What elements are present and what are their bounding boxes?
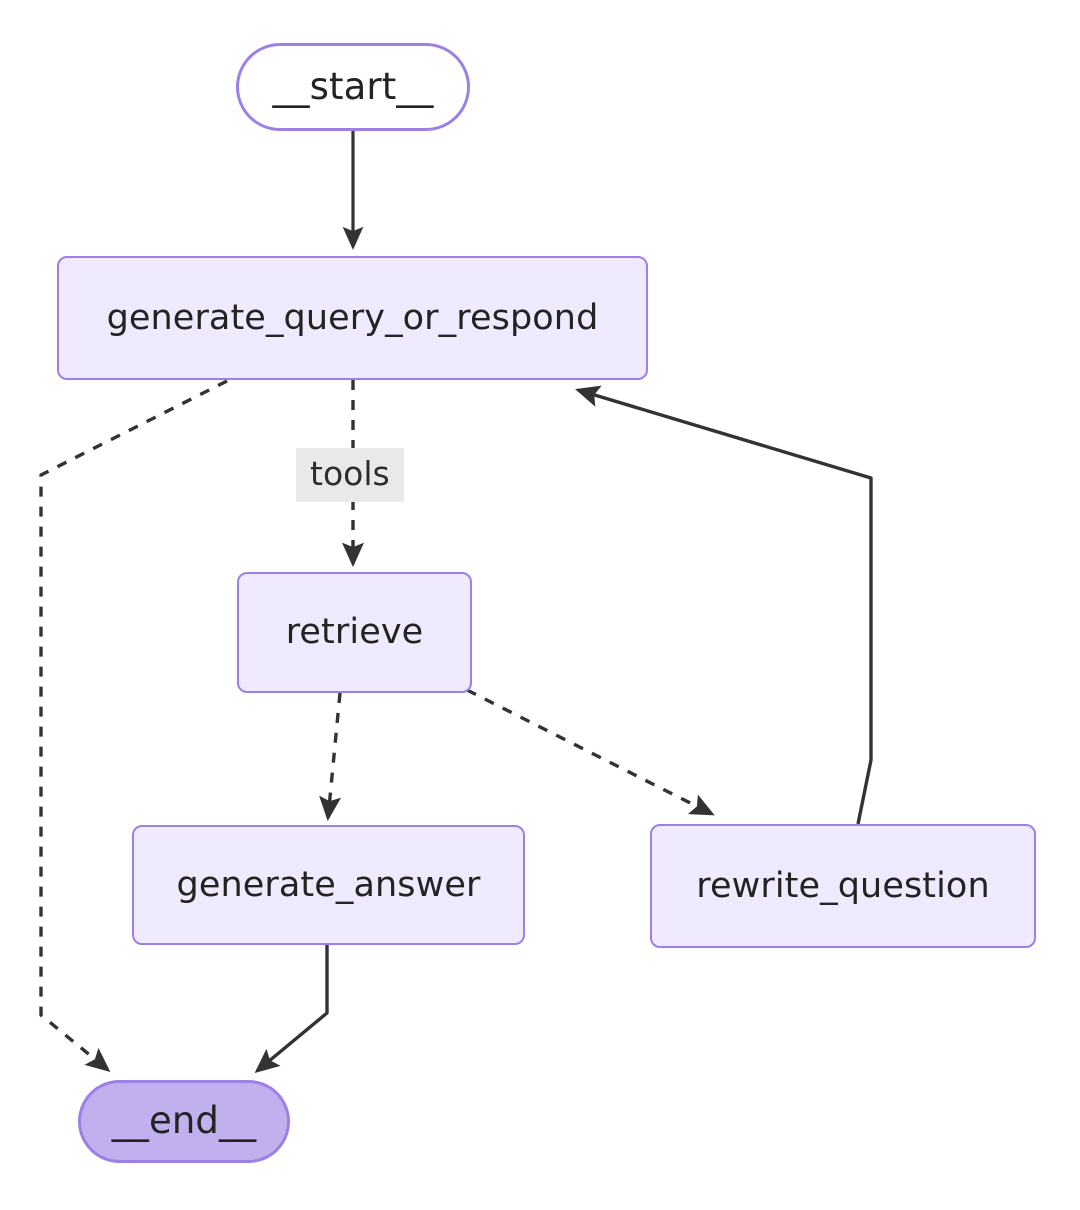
edge-retrieve-to-generate-answer <box>319 692 342 822</box>
node-end[interactable]: __end__ <box>78 1080 290 1163</box>
edge-generate-query-or-respond-to-end <box>39 379 228 1072</box>
node-retrieve-label: retrieve <box>285 612 424 653</box>
edge-rewrite-question-to-generate-query-or-respond <box>575 385 873 825</box>
edge-label-tools: tools <box>296 448 404 502</box>
node-end-label: __end__ <box>111 1099 257 1143</box>
node-rewrite-question-label: rewrite_question <box>696 865 990 906</box>
node-rewrite-question[interactable]: rewrite_question <box>650 824 1036 948</box>
edge-generate-answer-to-end <box>254 945 329 1073</box>
edge-retrieve-to-rewrite-question <box>466 688 715 816</box>
node-start-label: __start__ <box>272 64 434 108</box>
node-start[interactable]: __start__ <box>236 43 470 131</box>
node-generate-answer-label: generate_answer <box>176 864 481 905</box>
node-generate-query-or-respond-label: generate_query_or_respond <box>106 297 599 338</box>
node-generate-query-or-respond[interactable]: generate_query_or_respond <box>57 256 648 380</box>
node-retrieve[interactable]: retrieve <box>237 572 472 693</box>
node-generate-answer[interactable]: generate_answer <box>132 825 525 945</box>
